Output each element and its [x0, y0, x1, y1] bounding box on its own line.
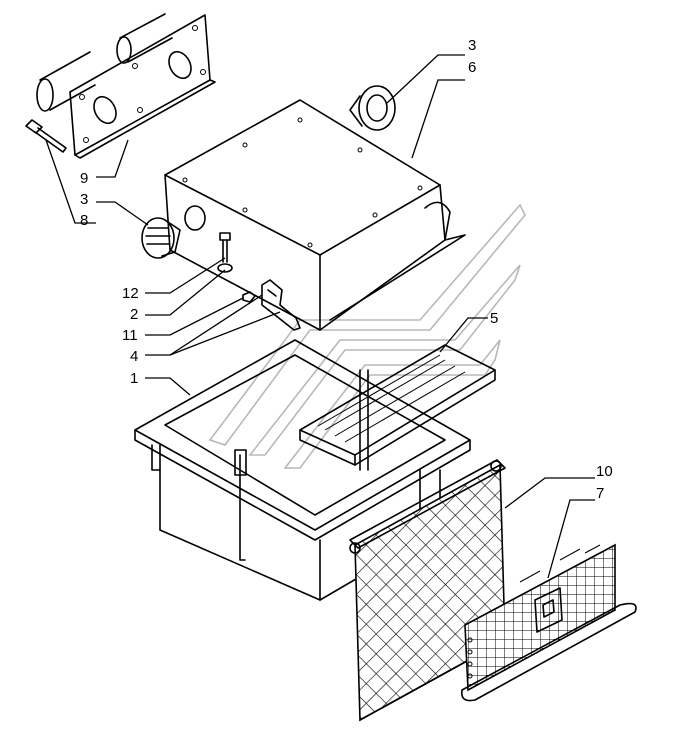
- part-2-washer: [217, 263, 233, 273]
- part-6-housing-box: [164, 99, 466, 331]
- callout-1: 1: [130, 370, 138, 387]
- callout-6: 6: [468, 59, 476, 76]
- part-7-filter-cartridge: [460, 543, 637, 702]
- callout-9: 9: [80, 170, 88, 187]
- callout-12: 12: [122, 285, 139, 302]
- callout-11: 11: [122, 327, 138, 344]
- callout-labels: 3 6 9 3 8 12 2 11 4 1 5 10 7: [80, 37, 613, 502]
- callout-3-left: 3: [80, 191, 88, 208]
- callout-7: 7: [596, 485, 604, 502]
- part-5-grate: [299, 344, 496, 466]
- callout-8: 8: [80, 212, 88, 229]
- part-3-grommet-left: [141, 217, 181, 259]
- part-3-grommet-top: [349, 85, 396, 131]
- callout-2: 2: [130, 306, 138, 323]
- callout-5: 5: [490, 310, 498, 327]
- part-12-screw: [219, 232, 231, 263]
- part-8-bolt: [25, 119, 67, 153]
- part-4-clamp: [261, 279, 301, 331]
- callout-10: 10: [596, 463, 613, 480]
- watermark-logo: [208, 203, 526, 469]
- part-11-nut: [242, 291, 256, 303]
- leader-lines: [45, 54, 595, 579]
- part-9-flange-plate: [36, 13, 216, 159]
- callout-4: 4: [130, 348, 138, 365]
- callout-3-top: 3: [468, 37, 476, 54]
